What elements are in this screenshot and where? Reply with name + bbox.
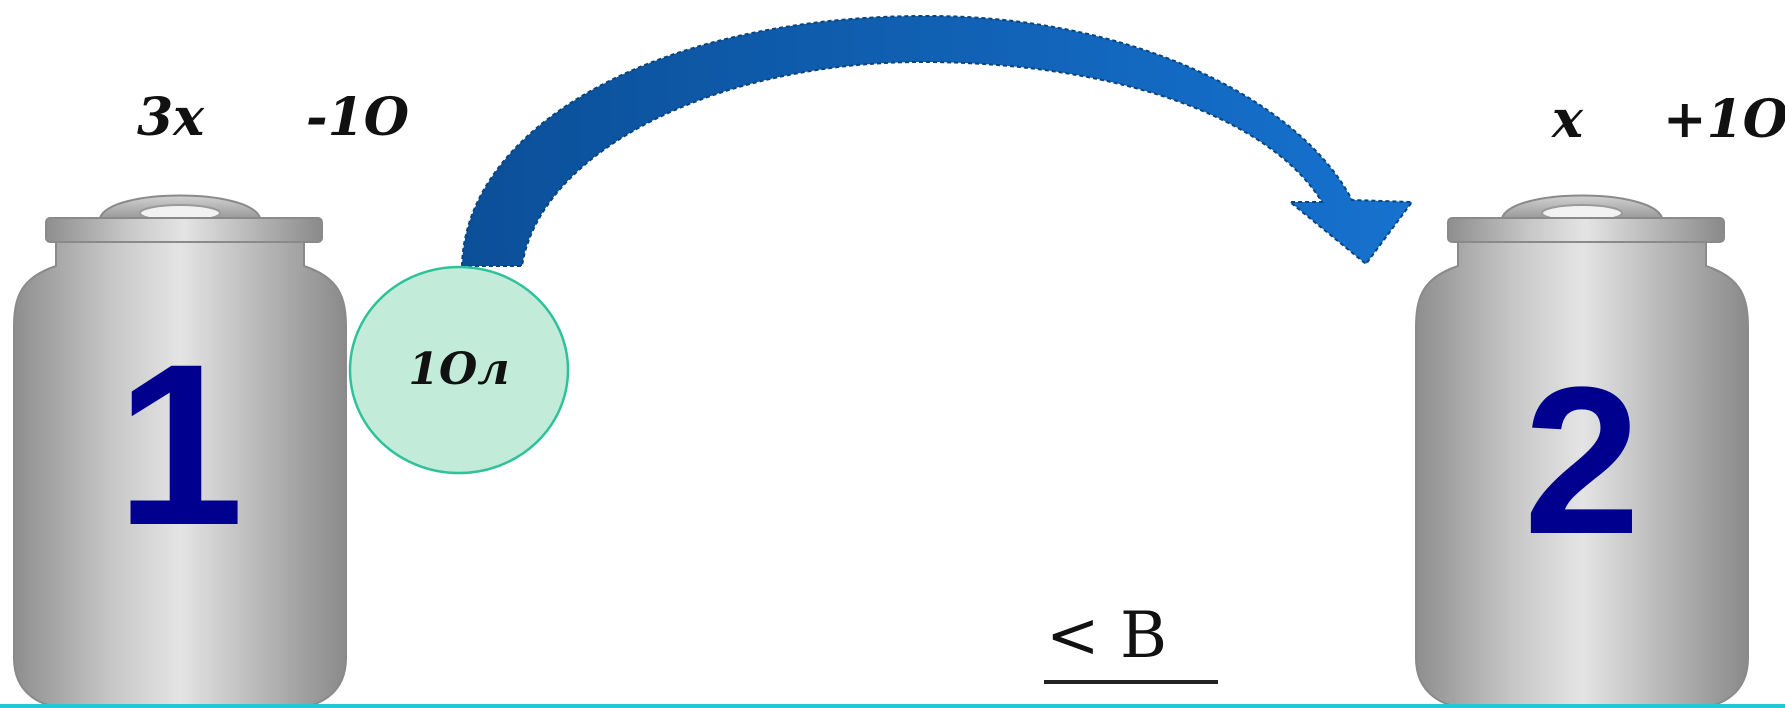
transfer-bubble: 1Oл <box>347 264 571 476</box>
vessel-2: 2 <box>1412 188 1752 708</box>
right-vessel-coefficient: x <box>1552 89 1584 150</box>
condition-underline <box>1044 680 1218 684</box>
vessel-1: 1 <box>10 188 350 708</box>
bubble-shape <box>348 265 570 475</box>
milk-can-icon <box>1415 194 1749 708</box>
floor-line <box>0 704 1785 708</box>
vessel-1-number: 1 <box>116 316 244 573</box>
vessel-2-number: 2 <box>1523 343 1641 578</box>
transfer-label: 1Oл <box>408 344 510 395</box>
left-vessel-change: -1O <box>306 87 410 148</box>
milk-can-icon <box>13 194 347 708</box>
condition-text: < В <box>1046 599 1167 673</box>
left-vessel-coefficient: 3x <box>137 87 205 148</box>
right-vessel-change: +1O <box>1663 89 1785 150</box>
